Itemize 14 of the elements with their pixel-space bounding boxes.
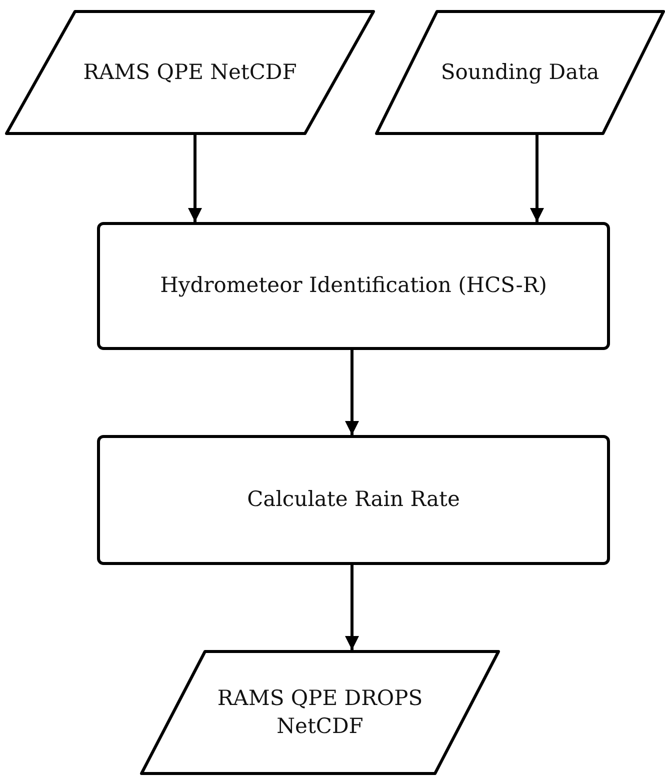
arrow <box>530 135 544 222</box>
data-parallelogram <box>5 10 375 135</box>
node-label: Hydrometeor Identification (HCS-R) <box>160 272 547 300</box>
node-label: RAMS QPE DROPS NetCDF <box>216 685 424 740</box>
process-box <box>97 435 610 565</box>
arrow <box>345 350 359 435</box>
data-parallelogram <box>375 10 665 135</box>
arrow <box>188 135 202 222</box>
data-parallelogram <box>140 650 500 775</box>
node-label: RAMS QPE NetCDF <box>83 58 297 86</box>
process-box <box>97 222 610 350</box>
node-label: Sounding Data <box>440 58 600 86</box>
arrow <box>345 565 359 650</box>
node-label: Calculate Rain Rate <box>247 486 460 514</box>
